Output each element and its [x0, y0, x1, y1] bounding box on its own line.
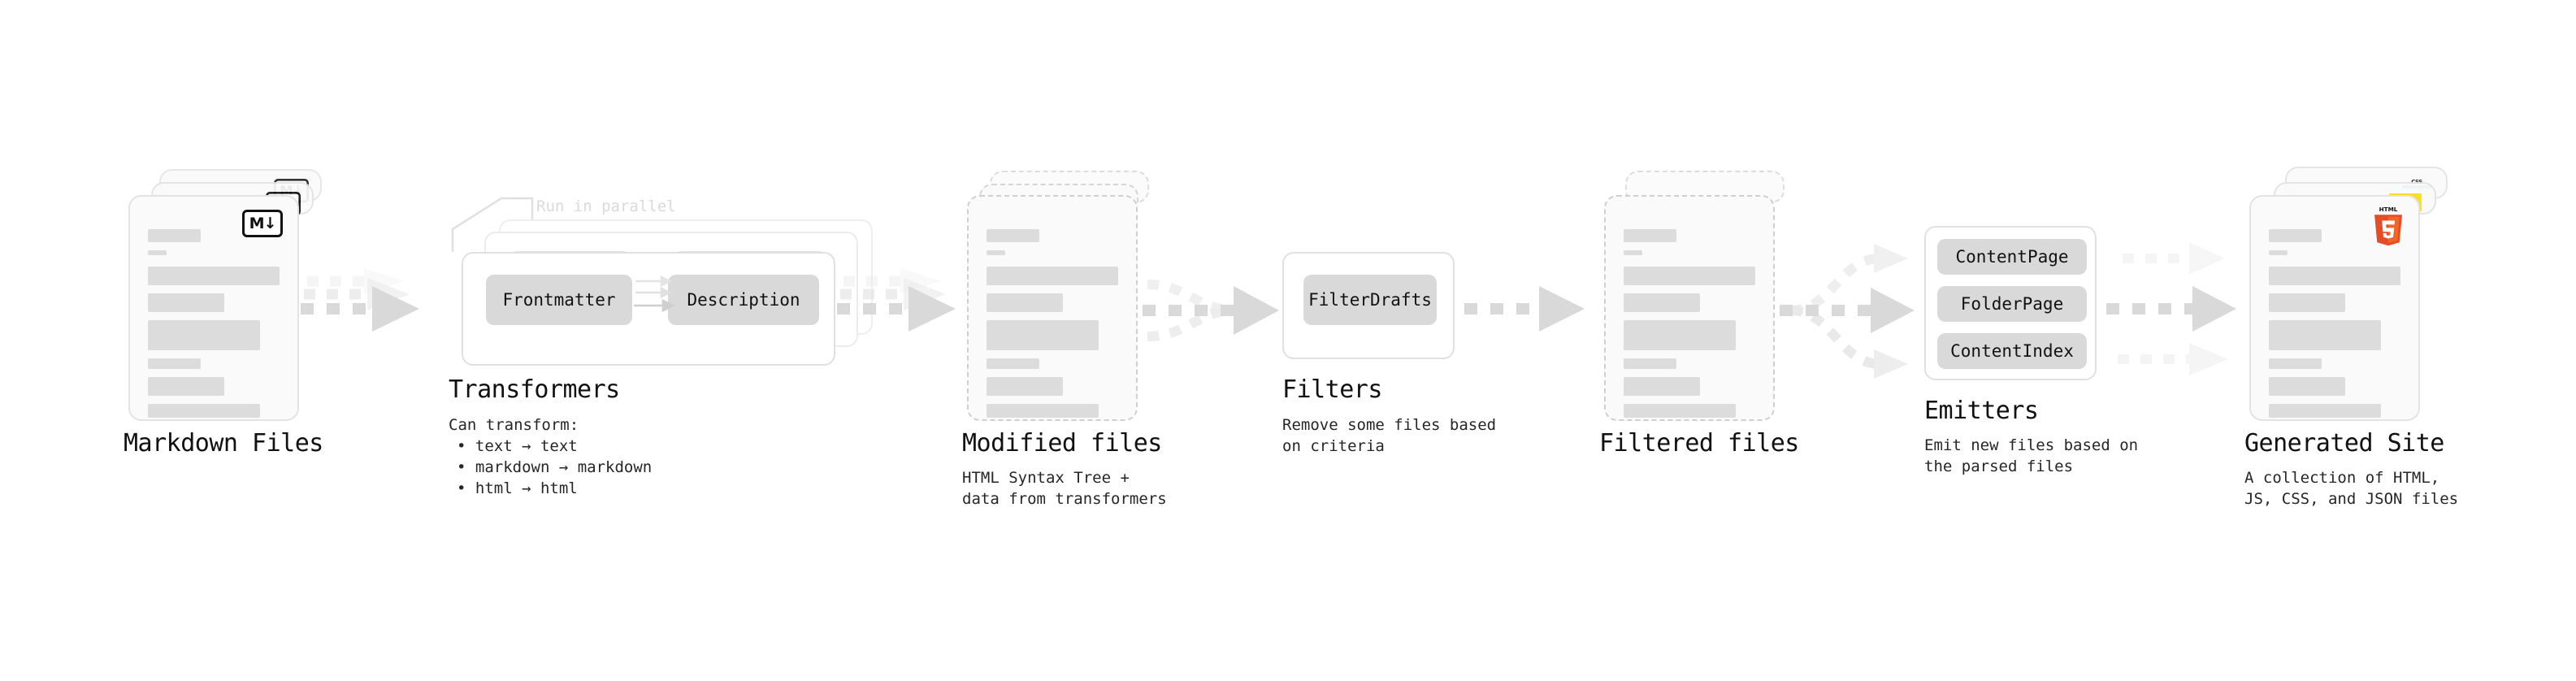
- document-skeleton: [2269, 229, 2400, 426]
- skeleton-para: [2269, 267, 2400, 285]
- transformers-bullet-1: • markdown → markdown: [457, 458, 653, 476]
- emitters-box: ContentPage FolderPage ContentIndex: [1924, 226, 2097, 380]
- transformer-pill-frontmatter[interactable]: Frontmatter: [486, 275, 632, 325]
- stage-title-markdown-files: Markdown Files: [124, 429, 323, 458]
- emitter-pill-contentpage[interactable]: ContentPage: [1937, 239, 2087, 275]
- transformers-bullet-2: • html → html: [457, 479, 578, 497]
- skeleton-para: [2269, 404, 2381, 418]
- markdown-badge: M↓: [242, 210, 283, 237]
- skeleton-para: [148, 293, 224, 312]
- arrow-filtered-to-emitters: [1780, 244, 1915, 379]
- emitters-subtitle: Emit new files based on the parsed files: [1924, 436, 2139, 475]
- html5-icon: HTML: [2374, 206, 2402, 246]
- skeleton-sub-bar: [1624, 250, 1642, 255]
- transformer-inner-arrows: [634, 275, 675, 313]
- stage-title-transformers: Transformers: [449, 375, 620, 404]
- arrow-markdown-to-transformers: [301, 268, 419, 332]
- stage-title-modified-files: Modified files: [962, 429, 1162, 458]
- skeleton-para: [987, 377, 1063, 396]
- arrow-modified-to-filters: [1143, 280, 1279, 341]
- skeleton-para: [2269, 377, 2345, 396]
- skeleton-title-bar: [148, 229, 201, 242]
- skeleton-title-bar: [1624, 229, 1676, 242]
- skeleton-para: [148, 404, 260, 418]
- filtered-card: [1604, 195, 1775, 421]
- emitter-pill-folderpage[interactable]: FolderPage: [1937, 286, 2087, 322]
- skeleton-para: [148, 377, 224, 396]
- stage-title-generated-site: Generated Site: [2244, 429, 2444, 458]
- skeleton-para: [148, 320, 260, 350]
- skeleton-para: [148, 358, 201, 369]
- skeleton-para: [987, 267, 1118, 285]
- document-skeleton: [987, 229, 1118, 426]
- filters-box: FilterDrafts: [1282, 252, 1455, 359]
- stage-title-emitters: Emitters: [1924, 397, 2039, 425]
- stage-title-filters: Filters: [1282, 375, 1382, 404]
- skeleton-para: [987, 404, 1099, 418]
- generated-site-subtitle: A collection of HTML, JS, CSS, and JSON …: [2244, 469, 2459, 508]
- document-skeleton: [1624, 229, 1755, 426]
- transformer-box: Frontmatter Description: [462, 252, 835, 366]
- modified-files-subtitle: HTML Syntax Tree + data from transformer…: [962, 469, 1167, 508]
- emitter-pill-contentindex[interactable]: ContentIndex: [1937, 333, 2087, 369]
- transformer-pill-description[interactable]: Description: [668, 275, 819, 325]
- skeleton-sub-bar: [987, 250, 1005, 255]
- skeleton-para: [1624, 358, 1676, 369]
- skeleton-para: [1624, 404, 1736, 418]
- modified-card: [967, 195, 1138, 421]
- skeleton-sub-bar: [148, 250, 167, 255]
- markdown-card: M↓: [128, 195, 299, 421]
- skeleton-para: [148, 267, 280, 285]
- skeleton-para: [1624, 377, 1700, 396]
- skeleton-para: [1624, 267, 1755, 285]
- skeleton-para: [2269, 320, 2381, 350]
- parallel-bracket: [451, 197, 534, 252]
- transformers-bullet-0: • text → text: [457, 437, 578, 455]
- arrow-emitters-to-site: [2106, 242, 2236, 375]
- skeleton-para: [2269, 293, 2345, 312]
- svg-text:HTML: HTML: [2379, 206, 2398, 213]
- skeleton-title-bar: [987, 229, 1039, 242]
- skeleton-para: [1624, 293, 1700, 312]
- document-skeleton: [148, 229, 280, 426]
- transformers-subtitle: Can transform:: [449, 416, 579, 434]
- skeleton-para: [987, 293, 1063, 312]
- filters-subtitle: Remove some files based on criteria: [1282, 416, 1497, 455]
- arrow-filters-to-filtered: [1464, 286, 1585, 332]
- filter-pill-filterdrafts[interactable]: FilterDrafts: [1303, 275, 1437, 325]
- parallel-label: Run in parallel: [536, 197, 676, 215]
- skeleton-para: [987, 358, 1039, 369]
- skeleton-sub-bar: [2269, 250, 2288, 255]
- arrow-transformers-to-modified: [837, 268, 956, 332]
- skeleton-para: [1624, 320, 1736, 350]
- generated-site-card: HTML: [2249, 195, 2420, 421]
- stage-title-filtered-files: Filtered files: [1599, 429, 1799, 458]
- skeleton-para: [987, 320, 1099, 350]
- skeleton-para: [2269, 358, 2322, 369]
- skeleton-title-bar: [2269, 229, 2322, 242]
